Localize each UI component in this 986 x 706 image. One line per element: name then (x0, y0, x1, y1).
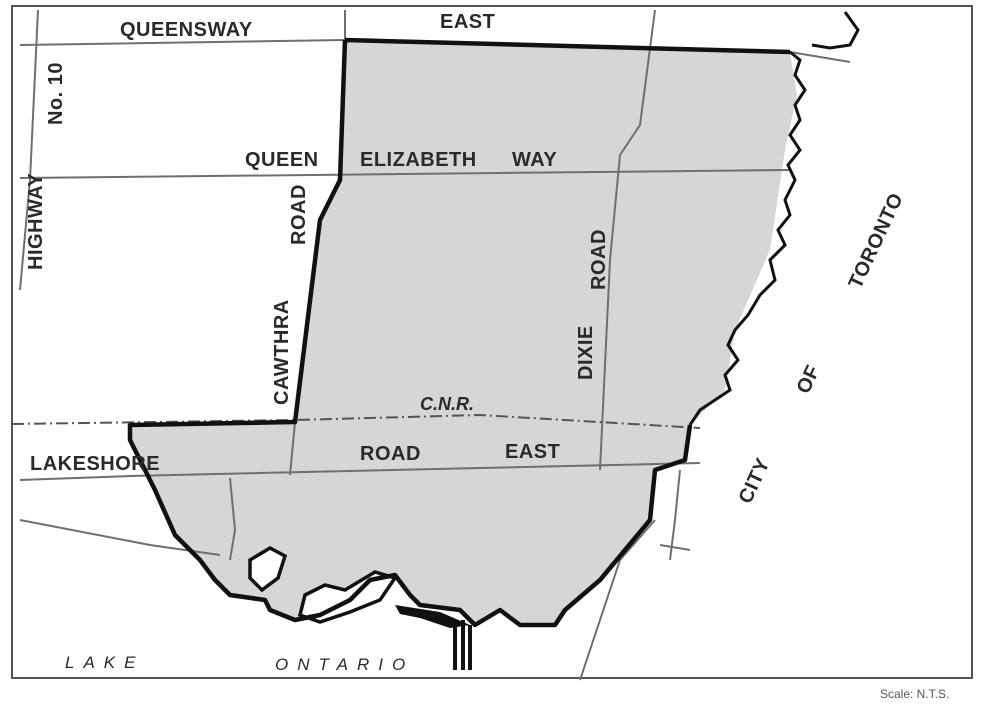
east-small-road (659, 544, 691, 551)
lower-left-road (19, 519, 221, 556)
no-10-label: No. 10 (45, 62, 67, 125)
creek-mouth (453, 620, 472, 670)
east-top-label: EAST (440, 11, 495, 33)
cawthra-extension (229, 477, 237, 561)
dixie-label: DIXIE (575, 325, 597, 380)
south-diagonal-road (579, 519, 656, 681)
lakeshore-label: LAKESHORE (30, 453, 160, 475)
cawthra-road-label: ROAD (288, 184, 310, 245)
cawthra-label: CAWTHRA (271, 299, 293, 405)
road-east-east-label: EAST (505, 441, 560, 463)
study-boundary (127, 37, 791, 628)
creek (688, 50, 807, 426)
qew-elizabeth-label: ELIZABETH (360, 149, 477, 171)
lake-label: LAKE (65, 653, 144, 672)
dixie-road-label: ROAD (588, 229, 610, 290)
highway-label: HIGHWAY (25, 173, 47, 270)
highway-10-line (19, 9, 39, 291)
cawthra-lower-line (289, 421, 296, 476)
east-vertical-road (669, 469, 681, 561)
road-east-road-label: ROAD (360, 443, 421, 465)
ne-inlet (811, 11, 860, 50)
lakeshore-road (19, 462, 701, 481)
qew-way-label: WAY (512, 149, 557, 171)
cnr-label: C.N.R. (420, 394, 474, 414)
study-area (130, 40, 797, 625)
shoreline-inlet (248, 545, 288, 593)
queensway-label: QUEENSWAY (120, 19, 253, 41)
qew-road (19, 169, 791, 179)
shore-detail (395, 605, 470, 628)
ontario-label: ONTARIO (275, 655, 414, 674)
east-branch-road (789, 51, 851, 63)
qew-queen-label: QUEEN (245, 149, 319, 171)
scale-label: Scale: N.T.S. (880, 687, 949, 701)
cnr-railway (11, 413, 701, 429)
dixie-road-line (599, 154, 621, 471)
